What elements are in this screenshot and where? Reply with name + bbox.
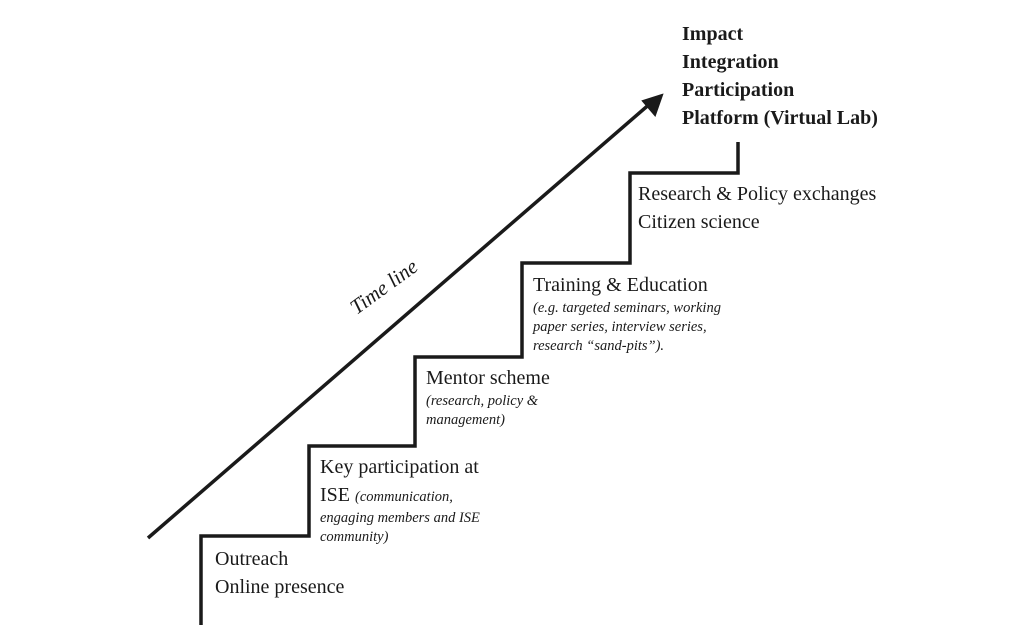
goal-participation: Participation xyxy=(682,79,795,101)
goal-integration: Integration xyxy=(682,51,779,73)
goal-impact: Impact xyxy=(682,23,744,45)
step-4-note-line-1: (e.g. targeted seminars, working xyxy=(533,300,721,316)
step-4-note-line-2: paper series, interview series, xyxy=(533,319,707,335)
staircase-line xyxy=(199,142,740,625)
step-3-title: Mentor scheme xyxy=(426,367,550,389)
step-2-note-line-1: engaging members and ISE xyxy=(320,510,480,526)
goals-list: Impact Integration Participation Platfor… xyxy=(682,20,878,132)
step-5-label: Research & Policy exchanges Citizen scie… xyxy=(638,180,876,236)
step-4-title: Training & Education xyxy=(533,274,708,296)
step-2-line-2: ISE (communication, xyxy=(320,481,480,509)
step-1-line-2: Online presence xyxy=(215,576,345,598)
step-3-label: Mentor scheme (research, policy & manage… xyxy=(426,364,550,430)
step-1-line-1: Outreach xyxy=(215,548,289,570)
step-1-label: Outreach Online presence xyxy=(215,545,344,601)
step-3-note-line-2: management) xyxy=(426,412,505,428)
timeline-arrowhead-icon xyxy=(641,93,664,117)
step-2-title-ise: ISE xyxy=(320,484,350,506)
step-5-line-2: Citizen science xyxy=(638,211,760,233)
step-2-note-line-2: community) xyxy=(320,529,389,545)
step-3-note-line-1: (research, policy & xyxy=(426,393,539,409)
goal-platform: Platform (Virtual Lab) xyxy=(682,107,878,129)
step-2-label: Key participation at ISE (communication,… xyxy=(320,453,480,547)
step-2-note-inline: (communication, xyxy=(355,489,453,505)
step-4-note-line-3: research “sand-pits”). xyxy=(533,338,665,354)
timeline-arrow-shaft xyxy=(146,100,654,540)
step-2-line-1: Key participation at xyxy=(320,456,479,478)
step-4-label: Training & Education (e.g. targeted semi… xyxy=(533,271,721,356)
step-5-line-1: Research & Policy exchanges xyxy=(638,183,877,205)
